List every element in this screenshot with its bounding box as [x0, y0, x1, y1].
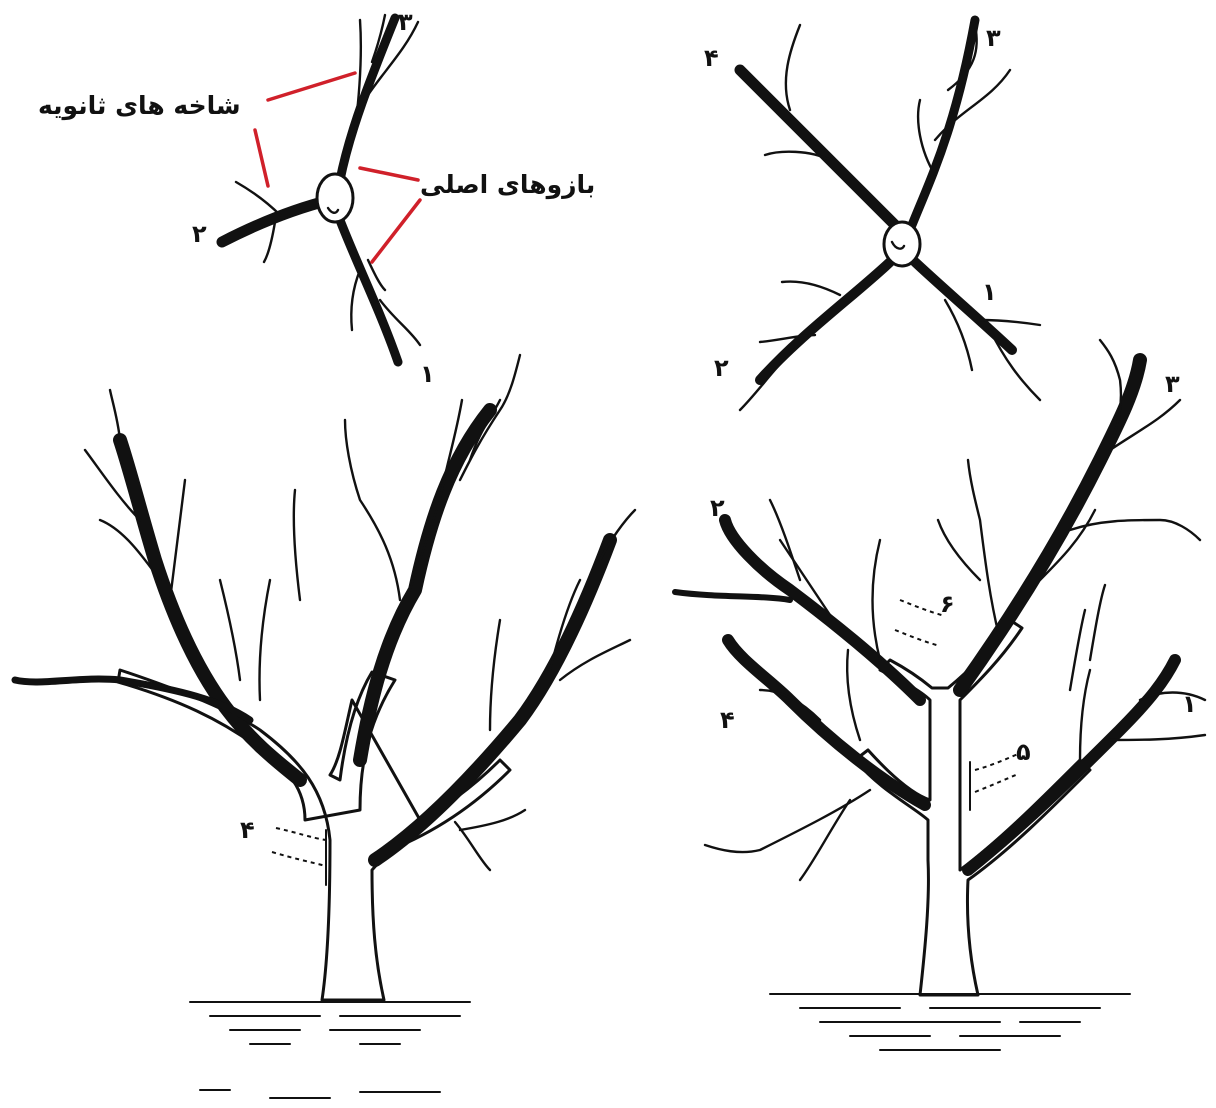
pruning-cut-mark: [974, 753, 1019, 771]
main-scaffolds-label: بازوهای اصلی: [420, 170, 595, 200]
scaffold-limb-3: [335, 13, 400, 185]
scaffold-limb-4: [722, 634, 931, 811]
top-left-label-3: ۳: [398, 8, 413, 36]
main-scaffolds-leader-2: [370, 198, 422, 264]
bottom-right-label-6: ۶: [940, 590, 955, 618]
bottom-right-side-view: ۳ ۲ ۶ ۱ ۴ ۵: [672, 338, 1207, 1051]
scaffold-limb-2: [216, 194, 336, 248]
bottom-right-label-1: ۱: [1182, 690, 1197, 718]
secondary-branches-label: شاخه های ثانویه: [38, 91, 241, 121]
pruning-cut-mark: [899, 599, 946, 617]
pruning-cut-mark: [271, 851, 327, 867]
scaffold-limb-1: [962, 654, 1181, 876]
ground-line: [769, 993, 1131, 1051]
top-right-label-3: ۳: [986, 24, 1001, 52]
top-right-label-4: ۴: [704, 44, 719, 72]
scaffold-limb-2: [755, 257, 895, 385]
pruning-cut-mark: [275, 827, 327, 841]
secondary-branches-leader-2: [253, 128, 270, 188]
scaffold-limb-4: [734, 64, 901, 231]
scaffold-limb-1: [333, 210, 403, 367]
ground-line: [189, 1001, 471, 1099]
bottom-left-label-4: ۴: [240, 816, 255, 844]
top-left-plan-view: ۳ ۲ ۱ شاخه های ثانویه بازوهای اصلی: [38, 8, 595, 388]
bottom-right-label-3: ۳: [1165, 370, 1180, 398]
right-scaffold: [368, 533, 617, 867]
bottom-right-label-2: ۲: [710, 494, 725, 522]
top-right-label-2: ۲: [714, 354, 729, 382]
scaffold-limb-1: [910, 257, 1017, 355]
bottom-right-label-5: ۵: [1016, 738, 1031, 766]
top-left-label-2: ۲: [192, 220, 207, 248]
bottom-left-side-view: ۴: [11, 353, 637, 1099]
scaffold-limb-2: [719, 514, 926, 706]
pruning-cut-mark: [894, 629, 941, 647]
top-right-plan-view: ۴ ۳ ۱ ۲: [704, 15, 1042, 412]
secondary-branches-leader: [266, 71, 357, 102]
scaffold-limb-3: [953, 353, 1147, 697]
pruning-cut-mark: [974, 773, 1019, 793]
trunk: [116, 668, 512, 1002]
top-left-label-1: ۱: [420, 360, 435, 388]
scaffold-limb-3: [907, 15, 980, 230]
center-leader: [353, 403, 497, 767]
trunk-cross-section: [882, 220, 922, 268]
bottom-right-label-4: ۴: [720, 706, 735, 734]
top-right-label-1: ۱: [982, 278, 997, 306]
left-scaffold: [113, 433, 307, 787]
main-scaffolds-leader: [358, 166, 420, 182]
trunk-cross-section: [315, 172, 355, 224]
